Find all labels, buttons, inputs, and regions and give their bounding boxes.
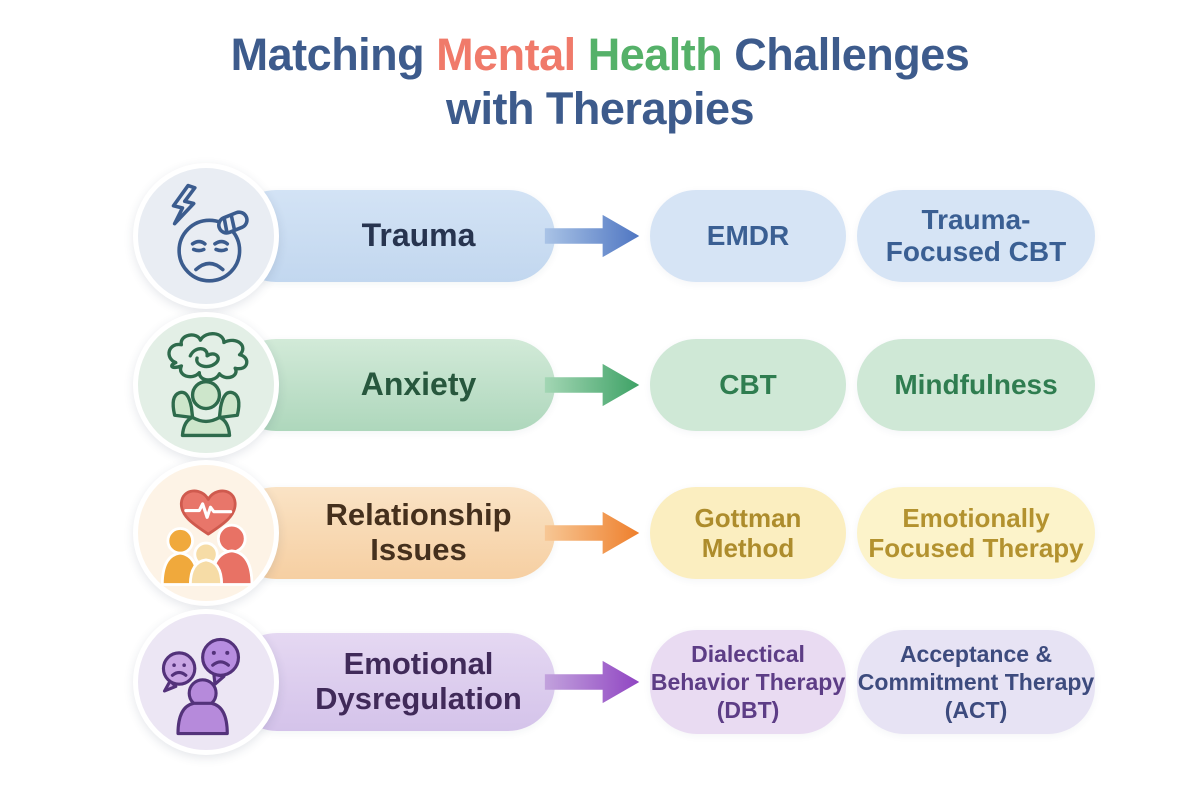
title-word: Health xyxy=(587,29,735,80)
challenge-icon-circle xyxy=(133,609,279,755)
therapy-pill: Trauma- Focused CBT xyxy=(857,190,1095,282)
title-word: Matching xyxy=(230,29,437,80)
row-trauma: Trauma EMDR Trauma- Focused CBT xyxy=(0,163,1200,309)
challenge-pill: Anxiety xyxy=(230,339,555,431)
therapy-pill: Gottman Method xyxy=(650,487,846,579)
therapy-pill: Dialectical Behavior Therapy (DBT) xyxy=(650,630,846,734)
therapy-pill: EMDR xyxy=(650,190,846,282)
row-relationship-issues: Relationship Issues Gottman Method Emoti… xyxy=(0,460,1200,606)
therapy-pill: CBT xyxy=(650,339,846,431)
challenge-pill: Relationship Issues xyxy=(230,487,555,579)
title-word: Challenges xyxy=(734,29,970,80)
therapy-pill: Emotionally Focused Therapy xyxy=(857,487,1095,579)
challenge-icon-circle xyxy=(133,312,279,458)
challenge-pill: Emotional Dysregulation xyxy=(230,633,555,731)
title-word: Mental xyxy=(436,29,588,80)
arrow-right-icon xyxy=(543,359,643,411)
arrow-right-icon xyxy=(543,507,643,559)
challenge-icon-circle xyxy=(133,460,279,606)
sad-speech-bubbles-icon xyxy=(161,637,241,736)
arrow-right-icon xyxy=(543,656,643,708)
page-title: Matching Mental Health Challenges with T… xyxy=(0,28,1200,136)
therapy-pill: Mindfulness xyxy=(857,339,1095,431)
row-anxiety: Anxiety CBT Mindfulness xyxy=(0,312,1200,458)
title-line-1: Matching Mental Health Challenges xyxy=(0,28,1200,82)
family-heart-icon xyxy=(160,489,254,586)
arrow-right-icon xyxy=(543,210,643,262)
challenge-icon-circle xyxy=(133,163,279,309)
challenge-pill: Trauma xyxy=(230,190,555,282)
therapy-pill: Acceptance & Commitment Therapy (ACT) xyxy=(857,630,1095,734)
title-line-2: with Therapies xyxy=(445,83,755,134)
anxious-person-icon xyxy=(167,332,249,438)
row-emotional-dysregulation: Emotional Dysregulation Dialectical Beha… xyxy=(0,609,1200,755)
distressed-face-icon xyxy=(171,183,249,283)
